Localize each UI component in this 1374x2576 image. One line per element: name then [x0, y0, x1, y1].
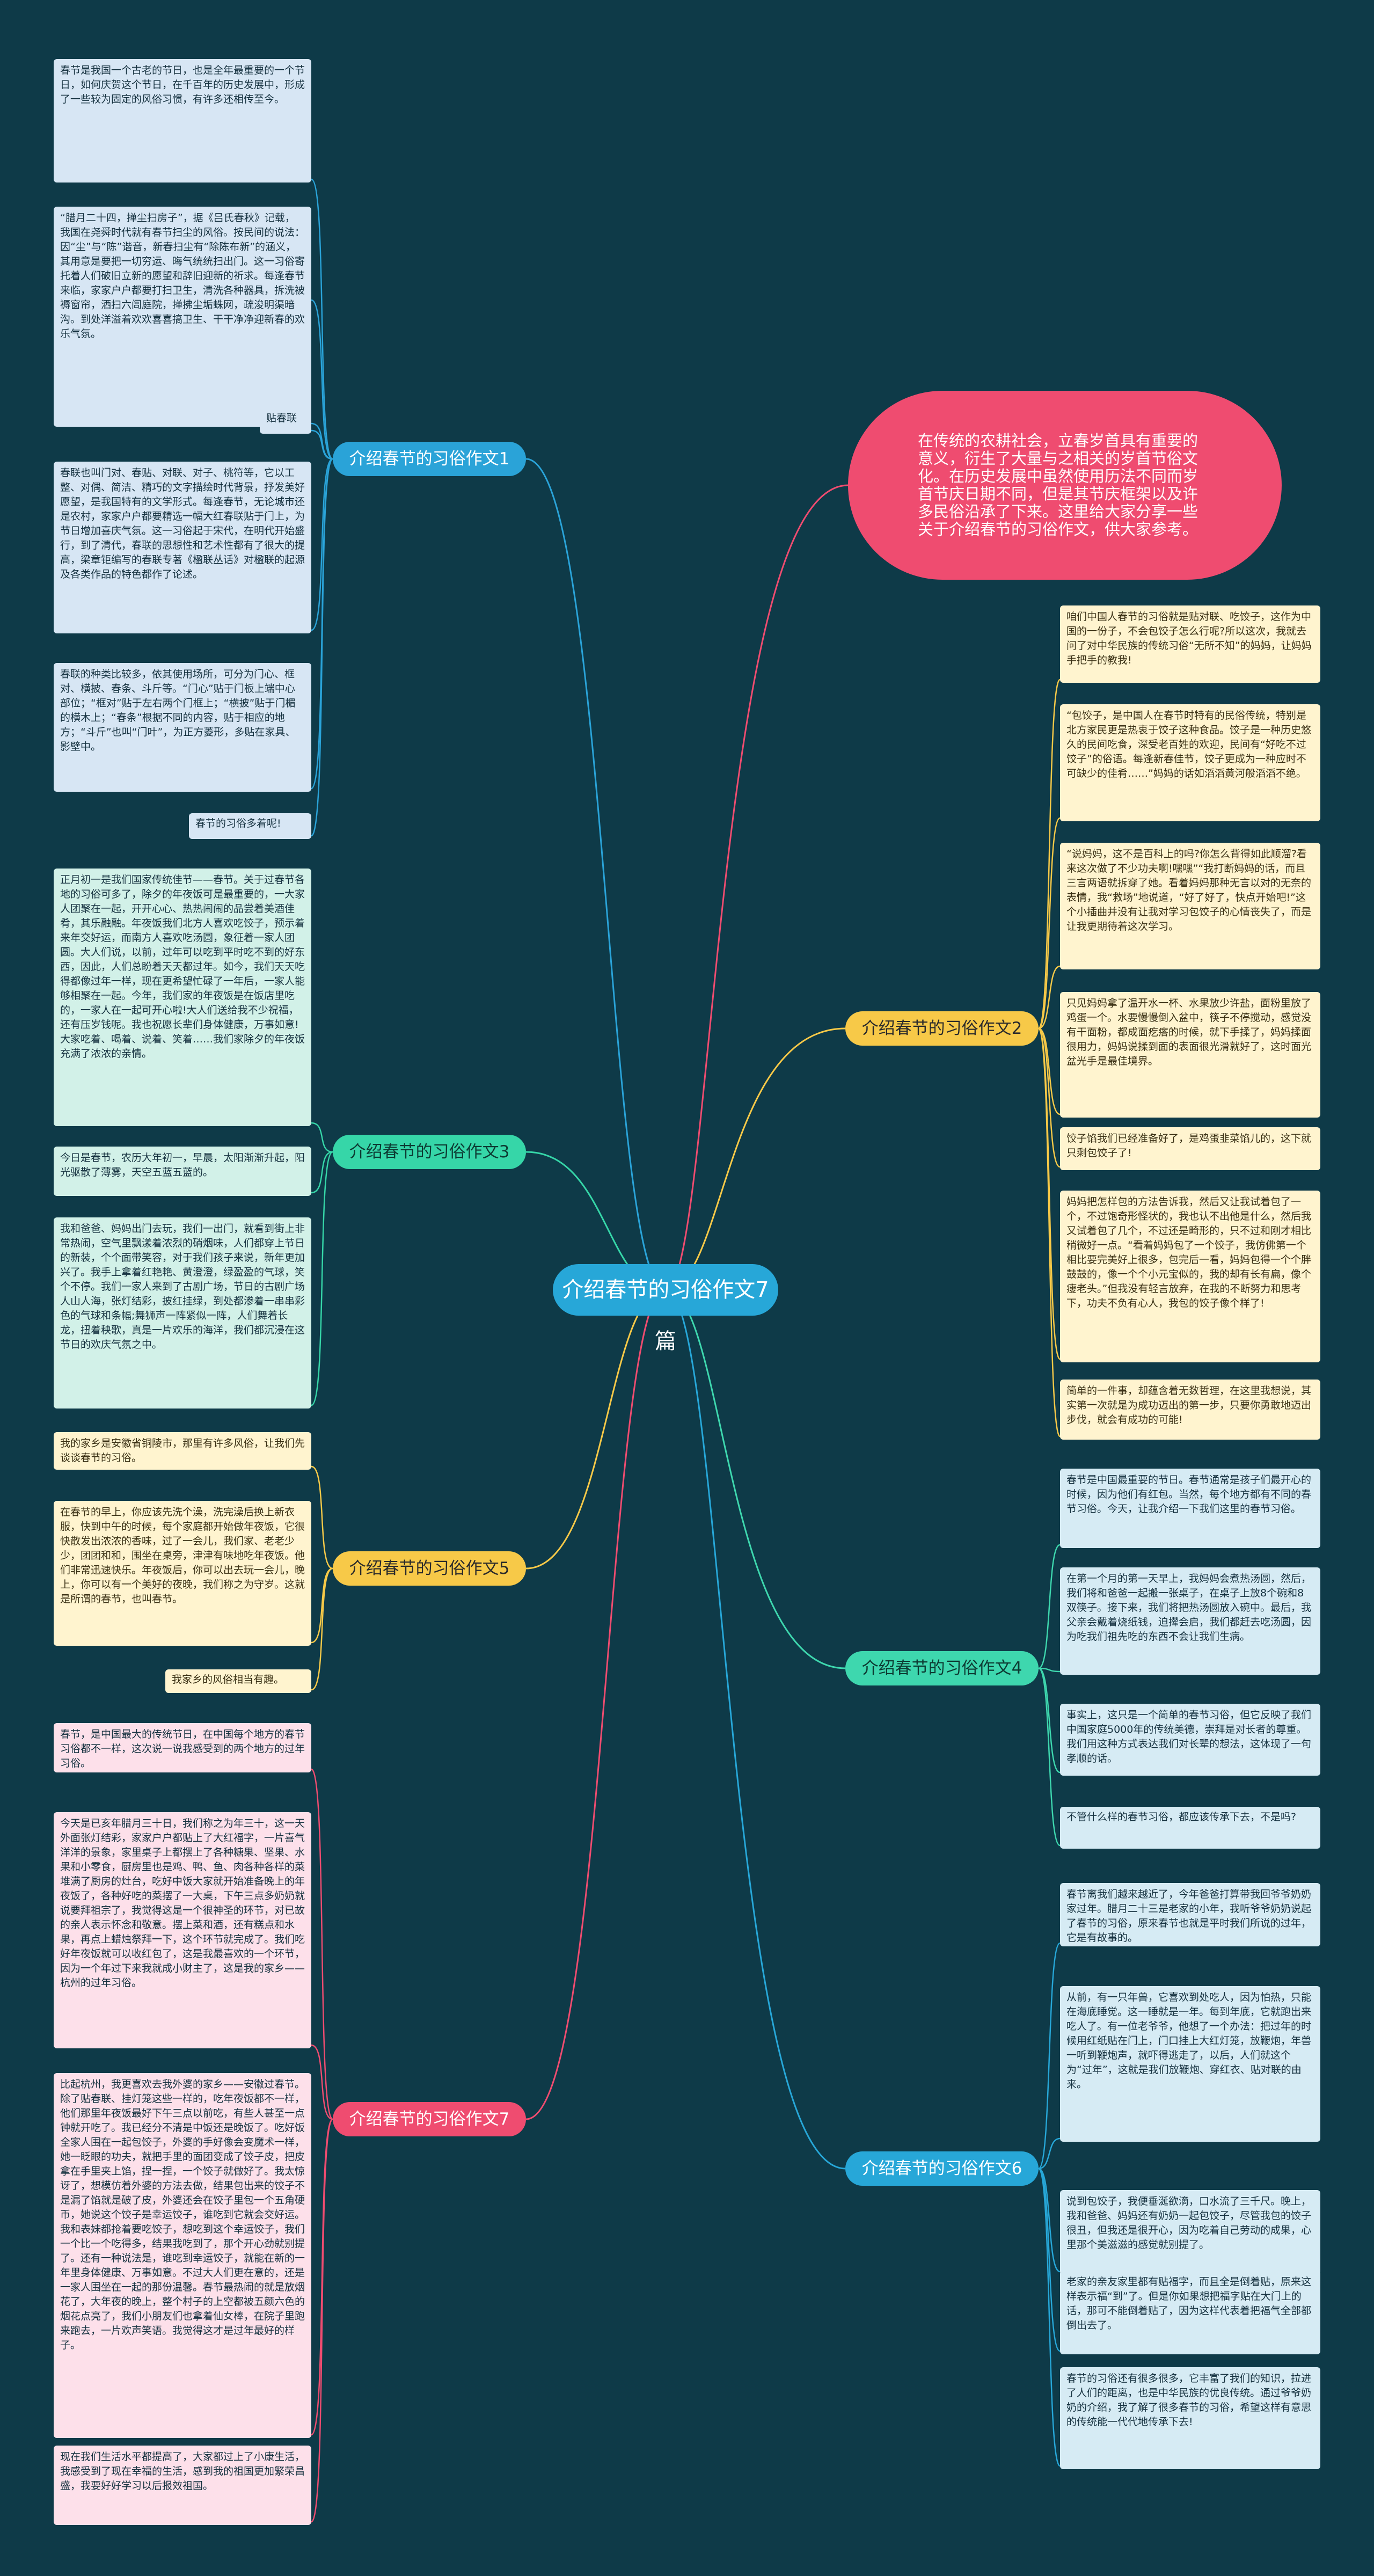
leaf-text: 春节，是中国最大的传统节日，在中国每个地方的春节习俗都不一样，这次说一说我感受到…: [54, 1723, 311, 1772]
intro-summary: 在传统的农耕社会，立春岁首具有重要的意义，衍生了大量与之相关的岁首节俗文化。在历…: [848, 391, 1282, 580]
connector-line: [310, 1768, 334, 2120]
connector-line: [1038, 2168, 1061, 2273]
leaf-text: 今天是已亥年腊月三十日，我们称之为年三十，这一天外面张灯结彩，家家户户都贴上了大…: [54, 1812, 311, 2048]
connector-line: [665, 1289, 846, 1669]
leaf-text: 今日是春节，农历大年初一，早晨，太阳渐渐升起，阳光驱散了薄雾，天空五蓝五蓝的。: [54, 1147, 311, 1196]
intro-text: 在传统的农耕社会，立春岁首具有重要的意义，衍生了大量与之相关的岁首节俗文化。在历…: [918, 432, 1198, 538]
leaf-text: 从前，有一只年兽，它喜欢到处吃人，因为怕热，只能在海底睡觉。这一睡就是一年。每到…: [1060, 1986, 1320, 2142]
connector-line: [311, 1151, 333, 1406]
branch-node-2[interactable]: 介绍春节的习俗作文2: [845, 1011, 1039, 1046]
connector-line: [525, 458, 666, 1291]
connector-line: [665, 1027, 846, 1291]
leaf-text: 贴春联: [260, 408, 311, 434]
leaf-text: “腊月二十四，掸尘扫房子”，据《吕氏春秋》记载，我国在尧舜时代就有春节扫尘的风俗…: [54, 207, 311, 427]
connector-line: [665, 484, 849, 1291]
leaf-text: 我的家乡是安徽省铜陵市，那里有许多风俗，让我们先谈谈春节的习俗。: [54, 1432, 311, 1470]
connector-line: [311, 458, 333, 631]
connector-line: [1037, 2168, 1061, 2467]
connector-line: [311, 1567, 333, 1644]
leaf-text: “说妈妈，这不是百科上的吗?你怎么背得如此顺溜?看来这次做了不少功夫啊!嘿嘿”“…: [1060, 843, 1320, 969]
branch-node-1[interactable]: 介绍春节的习俗作文1: [333, 442, 526, 476]
leaf-text: 饺子馅我们已经准备好了，是鸡蛋韭菜馅儿的，这下就只剩包饺子了!: [1060, 1127, 1320, 1170]
leaf-text: 简单的一件事，却蕴含着无数哲理，在这里我想说，其实第一次就是为成功迈出的第一步，…: [1060, 1380, 1320, 1440]
connector-line: [311, 2044, 333, 2120]
connector-line: [311, 429, 333, 460]
branch-node-5[interactable]: 介绍春节的习俗作文5: [333, 1551, 526, 1586]
connector-line: [310, 458, 334, 837]
leaf-text: 春节是我国一个古老的节日，也是全年最重要的一个节日，如何庆贺这个节日，在千百年的…: [54, 59, 311, 183]
leaf-text: 咱们中国人春节的习俗就是贴对联、吃饺子，这作为中国的一份子，不会包饺子怎么行呢?…: [1060, 605, 1320, 683]
connector-line: [311, 1122, 333, 1153]
connector-line: [310, 2118, 334, 2523]
connector-line: [1038, 1544, 1061, 1669]
leaf-text: 在第一个月的第一天早上，我妈妈会煮热汤圆，然后，我们将和爸爸一起搬一张桌子，在桌…: [1060, 1567, 1320, 1675]
connector-line: [311, 299, 333, 460]
branch-node-6[interactable]: 介绍春节的习俗作文6: [845, 2151, 1039, 2186]
leaf-text: 妈妈把怎样包的方法告诉我，然后又让我试着包了一个，不过饱奇形怪状的，我也认不出他…: [1060, 1191, 1320, 1362]
connector-line: [1038, 965, 1061, 1030]
leaf-text: 老家的亲友家里都有贴福字，而且全是倒着贴，原来这样表示福“到”了。但是你如果想把…: [1060, 2271, 1320, 2354]
leaf-text: 现在我们生活水平都提高了，大家都过上了小康生活，我感受到了现在幸福的生活，感到我…: [54, 2446, 311, 2525]
connector-line: [1037, 678, 1061, 1030]
leaf-text: 只见妈妈拿了温开水一杯、水果放少许盐，面粉里放了鸡蛋一个。水要慢慢倒入盆中，筷子…: [1060, 992, 1320, 1118]
connector-line: [665, 1289, 846, 2170]
connector-line: [1038, 2168, 1061, 2352]
connector-line: [311, 178, 333, 460]
leaf-text: 春节的习俗还有很多很多，它丰富了我们的知识，拉进了人们的距离，也是中华民族的优良…: [1060, 2367, 1320, 2469]
leaf-text: 在春节的早上，你应该先洗个澡，洗完澡后换上新衣服，快到中午的时候，每个家庭都开始…: [54, 1501, 311, 1646]
leaf-text: 春联的种类比较多，依其使用场所，可分为门心、框对、横披、春条、斗斤等。“门心”贴…: [54, 663, 311, 792]
connector-line: [311, 1151, 333, 1194]
connector-line: [1038, 1667, 1061, 1673]
connector-line: [1038, 1027, 1061, 1168]
leaf-text: 正月初一是我们国家传统佳节——春节。关于过春节各地的习俗可多了，除夕的年夜饭可是…: [54, 869, 311, 1126]
branch-node-7[interactable]: 介绍春节的习俗作文7: [333, 2102, 526, 2136]
leaf-text: 春节的习俗多着呢!: [189, 813, 311, 839]
connector-line: [311, 1567, 333, 1691]
leaf-text: 春节离我们越来越近了，今年爸爸打算带我回爷爷奶奶家过年。腊月二十三是老家的小年，…: [1060, 1883, 1320, 1946]
connector-line: [1037, 1027, 1061, 1437]
leaf-text: 比起杭州，我更喜欢去我外婆的家乡——安徽过春节。除了贴春联、挂灯笼这些一样的，吃…: [54, 2073, 311, 2438]
leaf-text: 春联也叫门对、春贴、对联、对子、桃符等，它以工整、对偶、简洁、精巧的文字描绘时代…: [54, 462, 311, 633]
connector-line: [1038, 2137, 1061, 2170]
central-topic[interactable]: 介绍春节的习俗作文7篇: [553, 1264, 778, 1354]
leaf-text: 事实上，这只是一个简单的春节习俗，但它反映了我们中国家庭5000年的传统美德，崇…: [1060, 1704, 1320, 1776]
leaf-text: 春节是中国最重要的节日。春节通常是孩子们最开心的时候，因为他们有红包。当然，每个…: [1060, 1469, 1320, 1548]
connector-line: [1038, 1027, 1061, 1115]
leaf-text: “包饺子，是中国人在春节时特有的民俗传统，特别是北方家民更是热衷于饺子这种食品。…: [1060, 704, 1320, 821]
leaf-text: 不管什么样的春节习俗，都应该传承下去，不是吗?: [1060, 1807, 1320, 1849]
connector-line: [1038, 1667, 1061, 1847]
leaf-text: 我家乡的风俗相当有趣。: [165, 1669, 311, 1693]
connector-line: [1038, 1667, 1061, 1774]
branch-node-4[interactable]: 介绍春节的习俗作文4: [845, 1651, 1039, 1685]
connector-line: [1037, 1942, 1061, 2170]
leaf-text: 我和爸爸、妈妈出门去玩，我们一出门，就看到街上非常热闹，空气里飘漾着浓烈的硝烟味…: [54, 1217, 311, 1409]
connector-line: [525, 1289, 666, 2120]
connector-line: [1038, 817, 1061, 1030]
leaf-text: 说到包饺子，我便垂涎欲滴，口水流了三千尺。晚上，我和爸爸、妈妈还有奶奶一起包饺子…: [1060, 2190, 1320, 2275]
connector-line: [311, 1465, 333, 1570]
branch-node-3[interactable]: 介绍春节的习俗作文3: [333, 1135, 526, 1169]
